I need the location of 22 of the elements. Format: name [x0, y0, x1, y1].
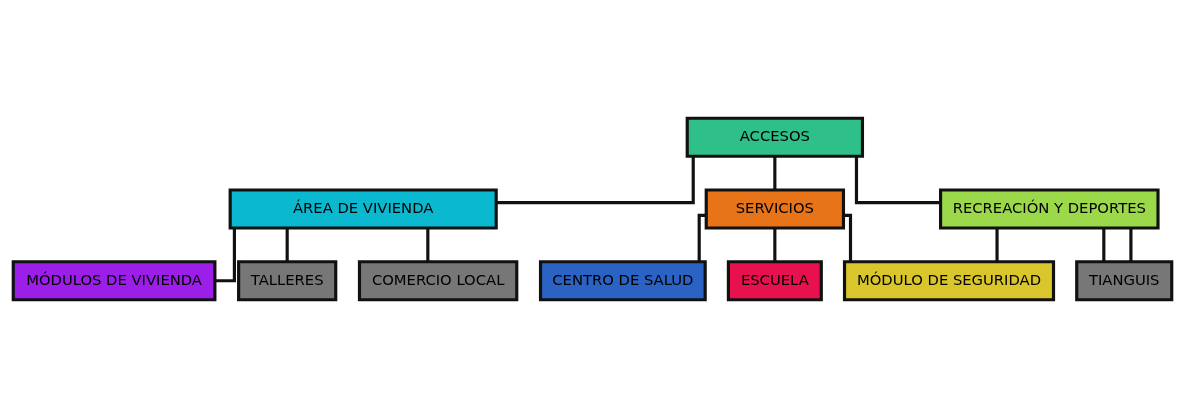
connector: [1129, 227, 1133, 261]
connector: [995, 227, 999, 261]
node-box: RECREACIÓN Y DEPORTES: [939, 187, 1160, 230]
connector: [285, 227, 289, 261]
connector: [496, 156, 695, 204]
node-box: TIANGUIS: [1075, 259, 1174, 301]
node-box: ACCESOS: [685, 116, 865, 158]
connector: [843, 213, 853, 261]
node-box: ÁREA DE VIVIENDA: [228, 187, 498, 230]
node-box: MÓDULOS DE VIVIENDA: [11, 259, 217, 301]
connector: [773, 227, 777, 261]
node-box: ESCUELA: [726, 259, 823, 301]
node-box: COMERCIO LOCAL: [357, 259, 519, 301]
node-box: CENTRO DE SALUD: [538, 259, 707, 301]
connector: [773, 155, 777, 190]
connector: [697, 213, 707, 261]
node-box: SERVICIOS: [704, 187, 846, 230]
node-box: TALLERES: [237, 259, 338, 301]
connector: [854, 156, 941, 204]
connector: [426, 227, 430, 261]
connector: [1102, 227, 1106, 261]
node-box: MÓDULO DE SEGURIDAD: [842, 259, 1056, 301]
